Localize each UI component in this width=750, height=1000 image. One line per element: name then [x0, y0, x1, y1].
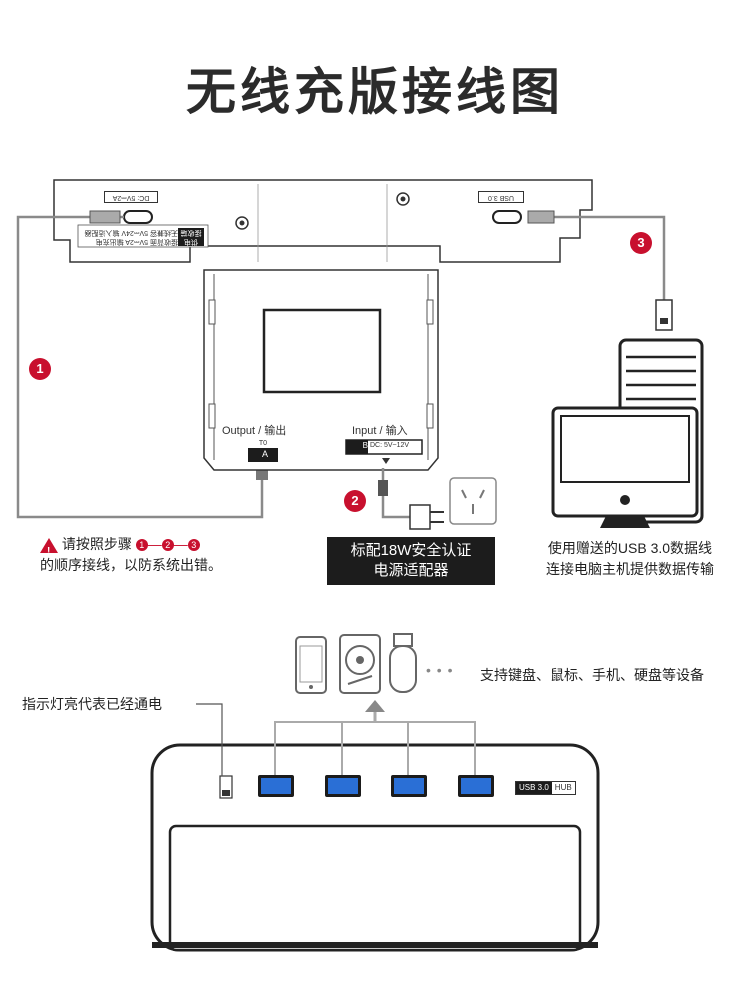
- more-devices-ellipsis: • • •: [426, 662, 454, 678]
- input-label: Input / 输入: [352, 425, 408, 437]
- usb-port-4[interactable]: [458, 775, 494, 797]
- input-spec-label: DC: 5V~12V: [370, 442, 410, 449]
- page-title: 无线充版接线图: [186, 63, 564, 121]
- monitor-icon: [551, 406, 699, 528]
- warning-step2-dot: 2: [161, 539, 174, 552]
- wall-socket-icon: [449, 477, 497, 525]
- input-port-code: B: [362, 441, 368, 450]
- warning-step3-dot: 3: [187, 539, 200, 552]
- step-3-badge: 3: [630, 232, 652, 254]
- charging-coil-icon: [262, 308, 382, 394]
- output-port-top-label: T0: [258, 440, 268, 447]
- power-spec-line2: 无线兼容 5V⎓24V 输入适配器: [84, 229, 179, 236]
- devices-note: 支持键盘、鼠标、手机、硬盘等设备: [480, 667, 704, 683]
- hard-disk-icon: [339, 634, 381, 694]
- indicator-note: 指示灯亮代表已经通电: [22, 696, 162, 712]
- power-tag: 供电 接收端: [178, 228, 204, 246]
- usb-port-1[interactable]: [258, 775, 294, 797]
- phone-icon: [295, 636, 327, 694]
- badge-usb-text: USB 3.0: [516, 782, 552, 794]
- adapter-label-line2: 电源适配器: [373, 562, 449, 579]
- wireless-charger: [203, 269, 439, 471]
- up-arrow-icon: [365, 700, 385, 712]
- power-spec-text: 接收背面 5V⎓2A 输出充电 无线兼容 5V⎓24V 输入适配器: [82, 228, 179, 246]
- step-2-badge: 2: [344, 490, 366, 512]
- power-adapter-icon: [409, 504, 431, 530]
- warning-icon: !: [40, 537, 58, 557]
- computer-note-line2: 连接电脑主机提供数据传输: [546, 561, 714, 577]
- computer-note: 使用赠送的USB 3.0数据线 连接电脑主机提供数据传输: [520, 538, 740, 580]
- dc-spec-label: DC: 5V⎓2A: [104, 191, 158, 203]
- usb-flash-drive-icon: [389, 633, 417, 693]
- power-spec-line1: 接收背面 5V⎓2A 输出充电: [95, 238, 178, 245]
- dc-port-icon: [123, 210, 153, 224]
- warning-line1: 请按照步骤: [61, 536, 132, 552]
- computer-note-line1: 使用赠送的USB 3.0数据线: [547, 540, 713, 556]
- warning-note: ! 请按照步骤 1—2—3 的顺序接线，以防系统出错。: [40, 534, 300, 576]
- badge-hub-text: HUB: [554, 783, 572, 792]
- usb-spec-label: USB 3.0: [478, 191, 524, 203]
- power-tag-line1: 供电: [184, 238, 198, 245]
- usb-hub-device: [150, 743, 600, 952]
- usb-port-3[interactable]: [391, 775, 427, 797]
- warning-line2: 的顺序接线，以防系统出错。: [40, 557, 222, 573]
- step-1-badge: 1: [29, 358, 51, 380]
- output-label: Output / 输出: [222, 425, 287, 437]
- output-port-icon: [248, 448, 278, 462]
- adapter-label-box: 标配18W安全认证 电源适配器: [327, 537, 495, 585]
- output-port-code: A: [261, 449, 268, 459]
- usb-hub-badge: USB 3.0 HUB: [515, 781, 576, 795]
- cable-step1: [16, 215, 264, 519]
- usb-port-2[interactable]: [325, 775, 361, 797]
- cable-step3: [528, 215, 666, 305]
- adapter-label-line1: 标配18W安全认证: [350, 542, 472, 559]
- power-tag-line2: 接收端: [180, 229, 202, 236]
- warning-step1-dot: 1: [135, 539, 148, 552]
- usb-c-port-icon: [492, 210, 522, 224]
